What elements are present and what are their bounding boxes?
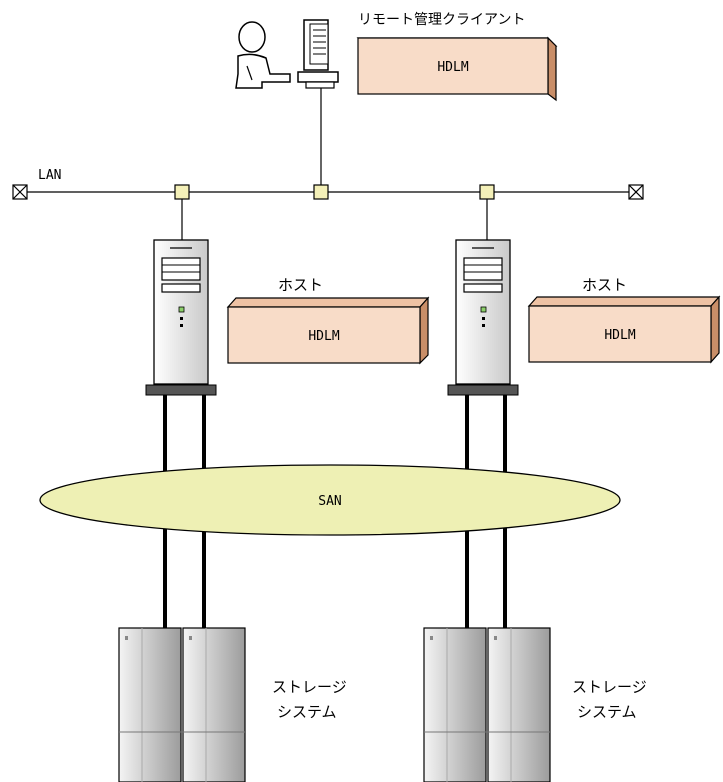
- lan-label: LAN: [38, 168, 61, 183]
- lan-terminator-left: [12, 184, 28, 200]
- computer-icon: [297, 19, 339, 89]
- storage-2-title-line2: システム: [577, 703, 637, 721]
- san-label: SAN: [318, 494, 341, 509]
- storage-1-title-line2: システム: [277, 703, 337, 721]
- host-1-hdlm-box: [226, 296, 430, 365]
- lan-node-host-2: [479, 184, 495, 200]
- lan-node-client: [313, 184, 329, 200]
- host-2-hdlm-label: HDLM: [604, 328, 635, 343]
- remote-client-title: リモート管理クライアント: [358, 12, 525, 28]
- storage-2-title-line1: ストレージ: [572, 678, 647, 696]
- san-cloud: [39, 464, 621, 536]
- client-hdlm-label: HDLM: [437, 60, 468, 75]
- lan-terminator-right: [628, 184, 644, 200]
- storage-2-icon: [423, 627, 551, 782]
- lan-node-host-1: [174, 184, 190, 200]
- host-1-server-icon: [145, 239, 217, 396]
- client-hdlm-box: [356, 36, 558, 102]
- host-2-hdlm-box: [527, 295, 721, 364]
- storage-1-title-line1: ストレージ: [272, 678, 347, 696]
- user-icon: [235, 21, 291, 89]
- host-1-hdlm-label: HDLM: [308, 329, 339, 344]
- host-2-server-icon: [447, 239, 519, 396]
- host-2-title: ホスト: [582, 276, 627, 294]
- host-1-title: ホスト: [278, 276, 323, 294]
- storage-1-icon: [118, 627, 246, 782]
